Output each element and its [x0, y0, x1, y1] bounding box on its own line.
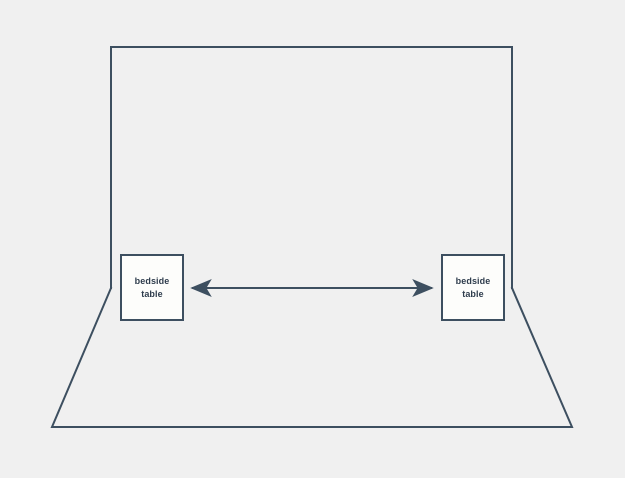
bedside-table-left-box[interactable]: [120, 254, 184, 321]
floor-outline: [50, 286, 574, 428]
back-wall-outline: [110, 46, 513, 289]
bedside-table-right-box[interactable]: [441, 254, 505, 321]
